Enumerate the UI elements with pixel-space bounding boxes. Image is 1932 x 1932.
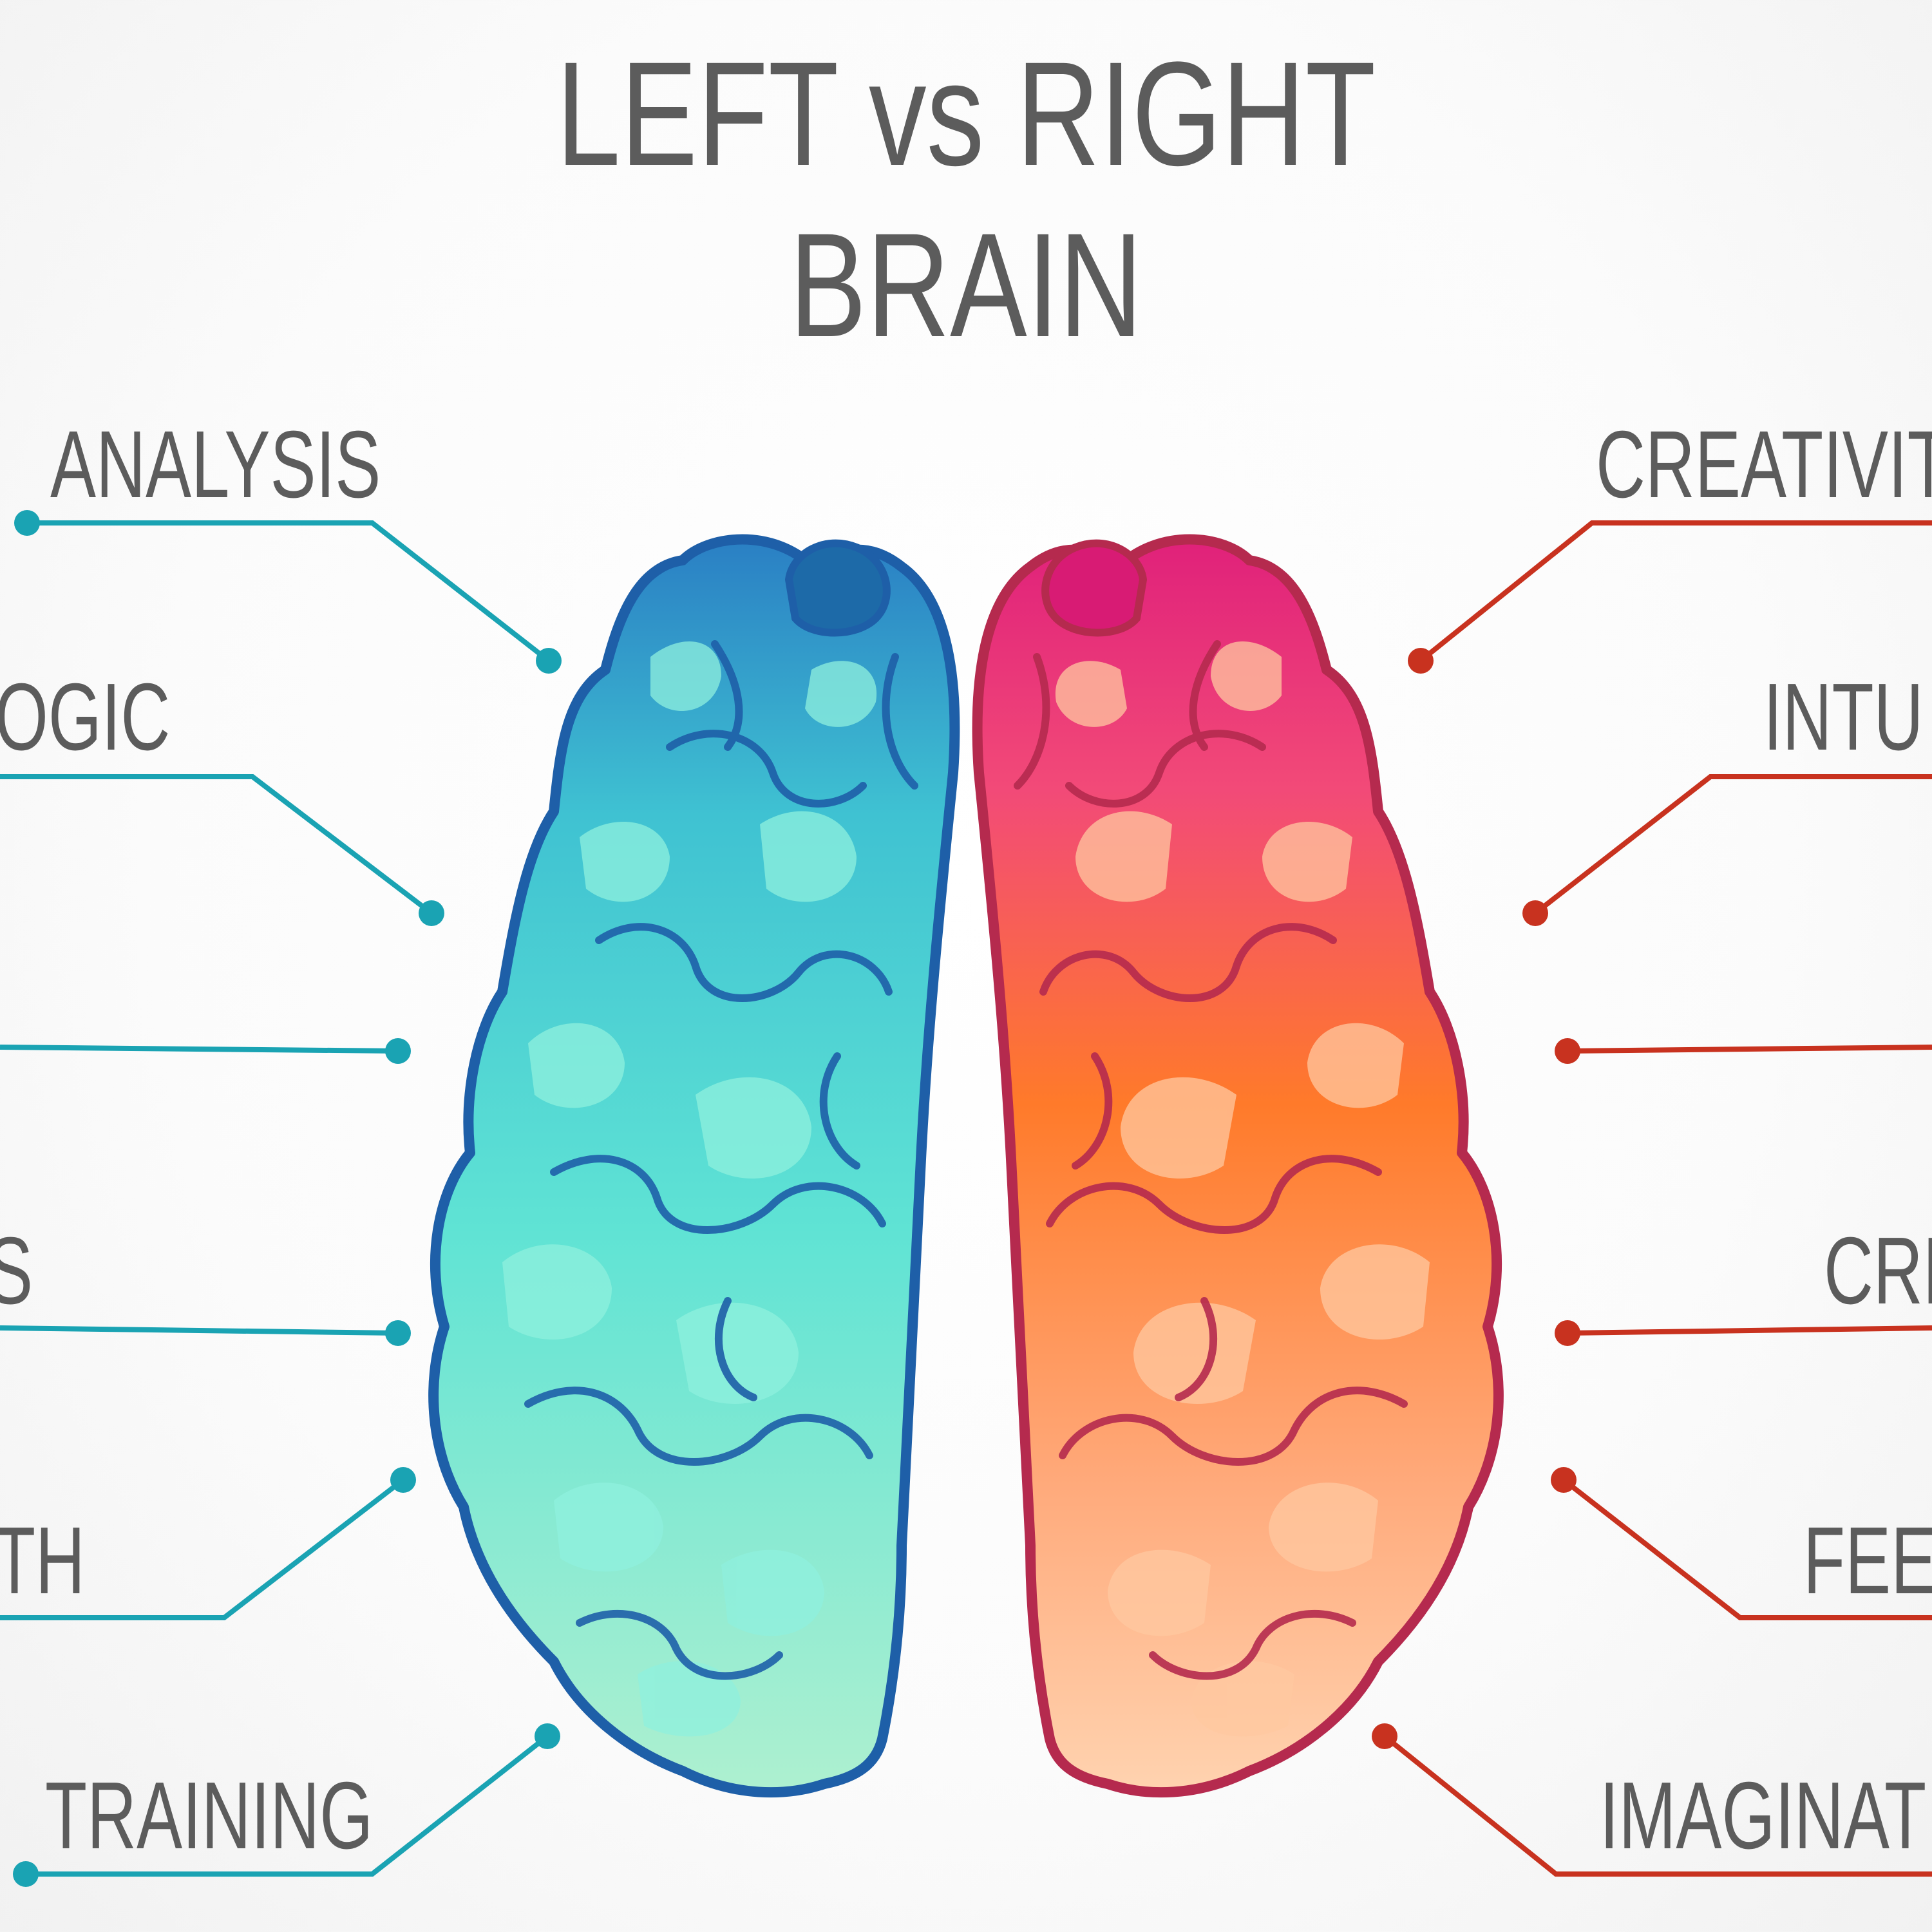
dot-icon	[14, 510, 40, 536]
connector-intuition	[1533, 774, 1932, 916]
label-intuition: INTU	[1763, 664, 1924, 770]
dot-icon	[1372, 1723, 1397, 1749]
left-hemisphere-icon	[428, 534, 960, 1798]
dot-icon	[1522, 900, 1548, 926]
connector-left-3	[0, 1045, 399, 1054]
connector-math	[0, 1477, 405, 1620]
connector-left-4	[0, 1325, 399, 1336]
label-training: TRAINING	[45, 1763, 374, 1869]
dot-icon	[385, 1038, 411, 1064]
label-logic: OGIC	[0, 664, 171, 770]
dot-icon	[390, 1467, 416, 1493]
dot-icon	[1551, 1467, 1577, 1493]
label-creativity: CREATIVIT	[1596, 412, 1932, 518]
label-feelings: FEEL	[1803, 1508, 1932, 1614]
right-connector-dots	[1372, 648, 1580, 1749]
connector-logic	[0, 774, 433, 916]
dot-icon	[1555, 1038, 1580, 1064]
dot-icon	[1408, 648, 1434, 674]
dot-icon	[1555, 1320, 1580, 1346]
label-math: TH	[0, 1508, 86, 1614]
left-connectors	[0, 520, 551, 1877]
dot-icon	[385, 1320, 411, 1346]
title-line-1: LEFT vs RIGHT	[556, 31, 1376, 196]
connector-creativity	[1419, 520, 1932, 663]
label-imagination: IMAGINAT	[1600, 1763, 1927, 1869]
right-connectors	[1383, 520, 1932, 1877]
title-line-2: BRAIN	[789, 202, 1143, 368]
dot-icon	[536, 648, 562, 674]
connector-training	[26, 1734, 549, 1877]
connector-imagination	[1383, 1734, 1932, 1877]
label-right-4: CRE	[1824, 1218, 1932, 1324]
left-connector-dots	[13, 510, 562, 1887]
dot-icon	[535, 1723, 560, 1749]
dot-icon	[419, 900, 444, 926]
connector-right-3	[1567, 1045, 1932, 1054]
label-analysis: ANALYSIS	[50, 412, 381, 518]
connector-right-4	[1567, 1325, 1932, 1336]
dot-icon	[13, 1861, 39, 1887]
connector-feelings	[1562, 1477, 1932, 1620]
connector-analysis	[27, 520, 551, 663]
right-hemisphere-icon	[972, 534, 1504, 1798]
label-left-4: S	[0, 1224, 33, 1319]
